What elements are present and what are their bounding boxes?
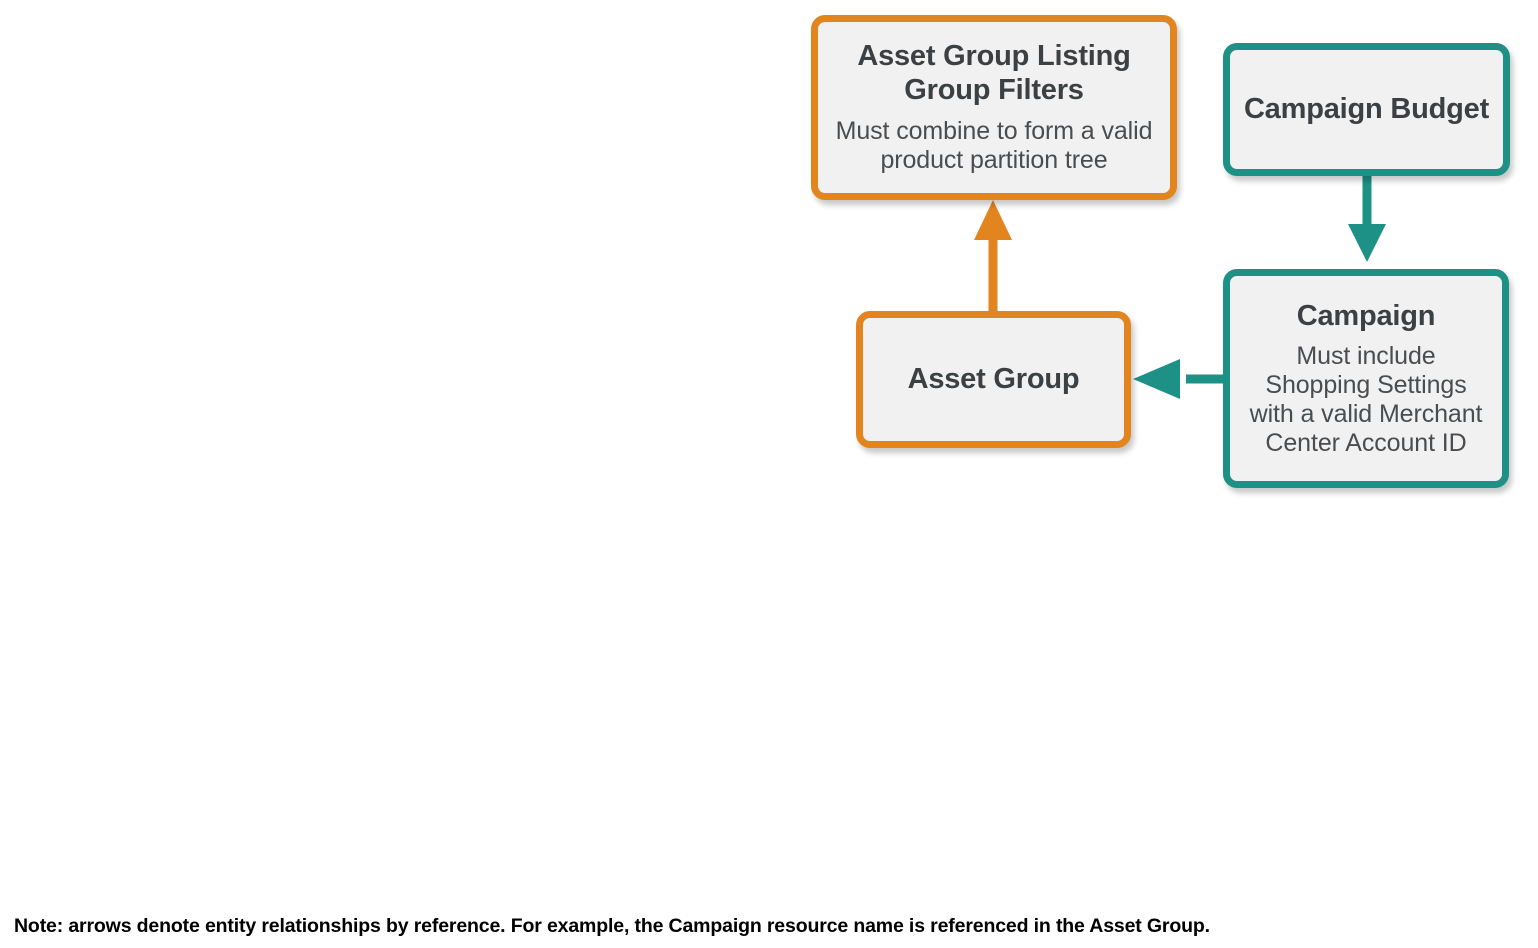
- node-description: Must include Shopping Settings with a va…: [1249, 342, 1483, 457]
- node-asset-group[interactable]: Asset Group: [856, 311, 1131, 448]
- node-title: Asset Group Listing Group Filters: [857, 40, 1131, 107]
- node-description: Must combine to form a valid product par…: [835, 117, 1153, 174]
- arrow-asset-group-to-filters: [974, 200, 1012, 311]
- node-campaign[interactable]: Campaign Must include Shopping Settings …: [1223, 269, 1509, 488]
- node-title: Campaign Budget: [1243, 92, 1490, 125]
- node-title: Asset Group: [907, 362, 1080, 395]
- node-asset-group-listing-group-filters[interactable]: Asset Group Listing Group Filters Must c…: [811, 15, 1177, 200]
- arrow-campaign-budget-to-campaign: [1348, 176, 1386, 262]
- arrow-campaign-to-asset-group: [1133, 359, 1223, 399]
- diagram-footnote: Note: arrows denote entity relationships…: [14, 915, 1210, 937]
- node-campaign-budget[interactable]: Campaign Budget: [1223, 43, 1510, 176]
- node-title: Campaign: [1296, 299, 1436, 332]
